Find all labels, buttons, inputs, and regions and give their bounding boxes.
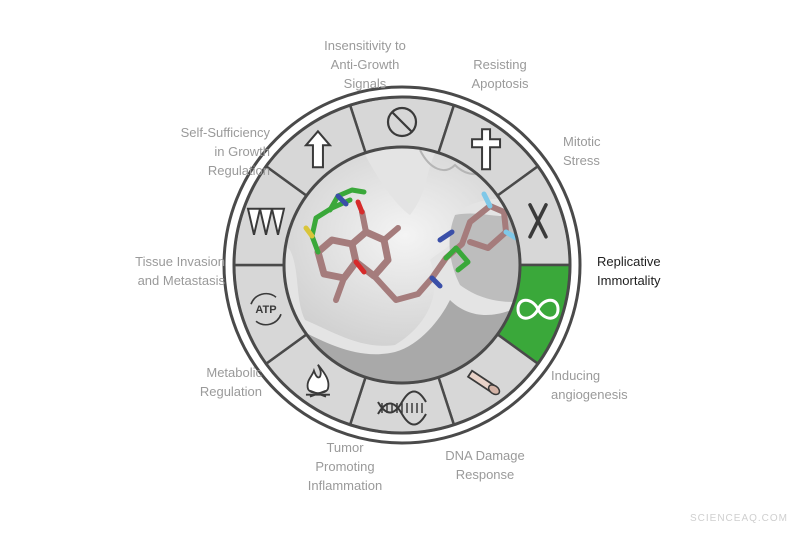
blood-vessel-icon — [466, 369, 501, 396]
no-entry-icon — [386, 106, 418, 138]
segment-anti-growth — [348, 95, 456, 155]
cross-icon — [471, 128, 502, 171]
zigzag-icon — [246, 207, 286, 236]
up-arrow-icon — [303, 129, 333, 169]
atp-cycle-icon: ATP — [250, 292, 282, 326]
chromosome-icon — [528, 203, 548, 239]
wheel-segments: ATP — [232, 95, 572, 435]
atp-text: ATP — [255, 304, 276, 316]
flame-icon — [305, 364, 330, 398]
infinity-icon — [516, 298, 560, 320]
dna-helix-icon — [377, 390, 427, 426]
watermark: SCIENCEAQ.COM — [689, 513, 788, 524]
